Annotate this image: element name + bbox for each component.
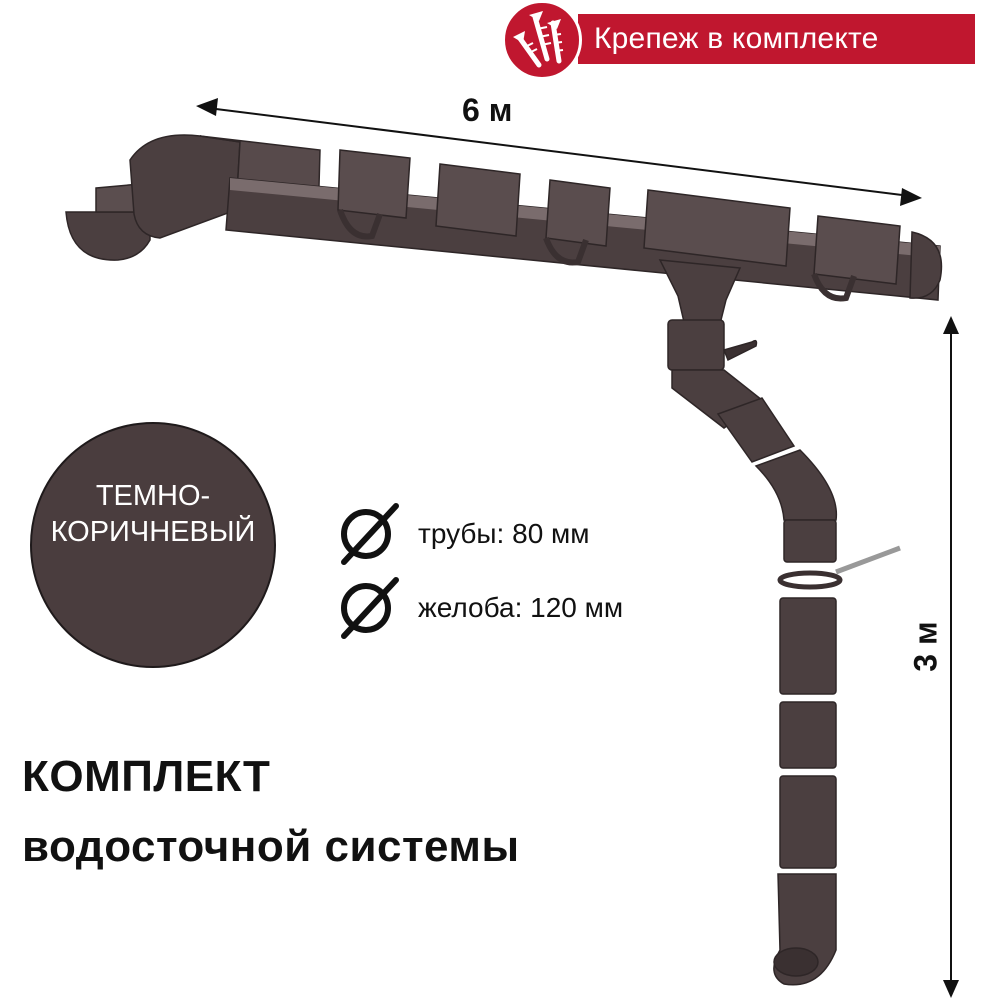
diameter-icon (341, 577, 399, 639)
gutter-diameter: желоба: 120 мм (418, 592, 624, 623)
title-line1: КОМПЛЕКТ (22, 752, 271, 801)
length-label: 6 м (462, 92, 513, 128)
badge-banner (578, 14, 975, 64)
color-swatch (30, 422, 276, 668)
height-label: 3 м (907, 621, 944, 672)
title-line2: водосточной системы (22, 822, 520, 871)
gutter-assembly (65, 134, 943, 325)
screws-icon (513, 11, 564, 68)
badge-circle (502, 0, 582, 80)
downpipe-assembly (667, 319, 901, 986)
length-arrow (196, 98, 922, 206)
color-name: ТЕМНО- КОРИЧНЕВЫЙ (30, 478, 276, 550)
height-arrow (943, 316, 959, 998)
color-name-line1: ТЕМНО- (95, 480, 211, 512)
color-name-line2: КОРИЧНЕВЫЙ (50, 516, 256, 548)
diameter-icon (341, 503, 399, 565)
pipe-diameter: трубы: 80 мм (418, 518, 590, 549)
badge-label: Крепеж в комплекте (594, 22, 879, 55)
